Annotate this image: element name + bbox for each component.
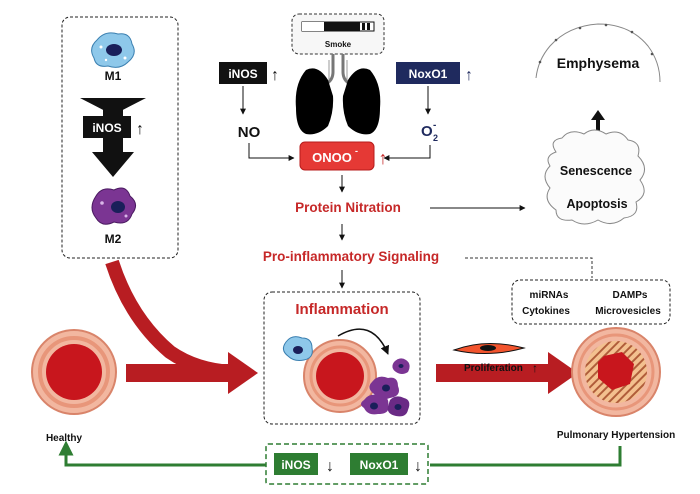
cytokines-label: Cytokines xyxy=(522,306,570,317)
apoptosis-label: Apoptosis xyxy=(566,197,627,211)
inflammation-label: Inflammation xyxy=(295,301,388,318)
smoke-label: Smoke xyxy=(325,40,352,49)
emphysema-alveolus-outline xyxy=(535,23,661,83)
senescence-to-emphysema-arrow xyxy=(591,110,605,134)
inflammation-curved-arrow xyxy=(337,328,389,355)
svg-text:ONOO: ONOO xyxy=(312,150,352,165)
inos-box-label: iNOS xyxy=(228,67,257,81)
macrophage-inos-up-arrow: ↑ xyxy=(136,121,144,138)
proliferation-up-arrow: ↑ xyxy=(532,361,538,375)
bottom-inos-box xyxy=(274,453,318,475)
bottom-noxo1-label: NoxO1 xyxy=(360,458,399,472)
bottom-noxo1-down-arrow: ↓ xyxy=(414,458,422,475)
svg-text:2: 2 xyxy=(433,133,438,143)
inos-up-arrow: ↑ xyxy=(271,67,279,84)
m1-to-m2-arrow xyxy=(80,98,146,177)
macrophage-panel-border xyxy=(61,16,179,259)
svg-text:-: - xyxy=(433,120,436,131)
smooth-muscle-cell-icon xyxy=(452,342,526,355)
proliferation-label: Proliferation xyxy=(464,363,523,374)
m1-label: M1 xyxy=(105,69,122,83)
emphysema-cell-dots xyxy=(538,23,654,64)
macrophage-curve-arrow xyxy=(105,259,233,379)
protein-nitration-label: Protein Nitration xyxy=(295,200,401,215)
pulmonary-hypertension-label: Pulmonary Hypertension xyxy=(557,430,675,441)
lungs-icon xyxy=(295,54,381,135)
m1-macrophage-icon xyxy=(91,32,135,68)
healthy-label: Healthy xyxy=(46,433,83,444)
healthy-vessel-icon xyxy=(31,329,117,415)
bottom-inos-down-arrow: ↓ xyxy=(326,458,334,475)
emphysema-label: Emphysema xyxy=(557,55,640,71)
bottom-inos-label: iNOS xyxy=(281,458,310,472)
inflamed-vessel-icon xyxy=(303,339,377,413)
bottom-noxo1-box xyxy=(350,453,408,475)
ph-vessel-icon xyxy=(571,327,661,417)
m2-cells-icon xyxy=(361,358,410,417)
inflammation-to-ph-arrow xyxy=(436,352,578,394)
microvesicles-label: Microvesicles xyxy=(595,306,661,317)
inos-box xyxy=(219,62,267,84)
noxo1-up-arrow: ↑ xyxy=(465,67,473,84)
onoo-label: ONOO - xyxy=(312,146,358,165)
cigarette-icon xyxy=(301,21,375,32)
senescence-apoptosis-cloud xyxy=(544,129,645,225)
onoo-box xyxy=(299,141,375,171)
noxo1-box xyxy=(396,62,460,84)
macrophage-inos-label: iNOS xyxy=(92,121,121,135)
svg-text:O: O xyxy=(421,123,433,140)
signals-box xyxy=(511,279,671,325)
signaling-to-signals-connector xyxy=(465,257,593,278)
damps-label: DAMPs xyxy=(612,290,647,301)
o2-to-onoo-arrow xyxy=(383,145,431,161)
m2-macrophage-icon xyxy=(91,187,136,225)
m2-label: M2 xyxy=(105,232,122,246)
senescence-label: Senescence xyxy=(560,164,632,178)
no-label: NO xyxy=(238,124,261,141)
pro-inflammatory-label: Pro-inflammatory Signaling xyxy=(263,249,439,264)
green-feedback-line-right xyxy=(430,446,622,467)
no-to-onoo-arrow xyxy=(248,143,295,161)
noxo1-box-label: NoxO1 xyxy=(409,67,448,81)
onoo-up-arrow: ↑ xyxy=(379,148,388,168)
superoxide-label: O 2 - xyxy=(421,120,438,143)
healthy-to-inflammation-arrow xyxy=(126,352,258,394)
macrophage-inos-box xyxy=(83,116,131,138)
green-feedback-arrow-left xyxy=(58,440,268,467)
mirnas-label: miRNAs xyxy=(530,290,569,301)
svg-text:-: - xyxy=(355,146,358,156)
m1-cell-icon xyxy=(282,336,313,361)
